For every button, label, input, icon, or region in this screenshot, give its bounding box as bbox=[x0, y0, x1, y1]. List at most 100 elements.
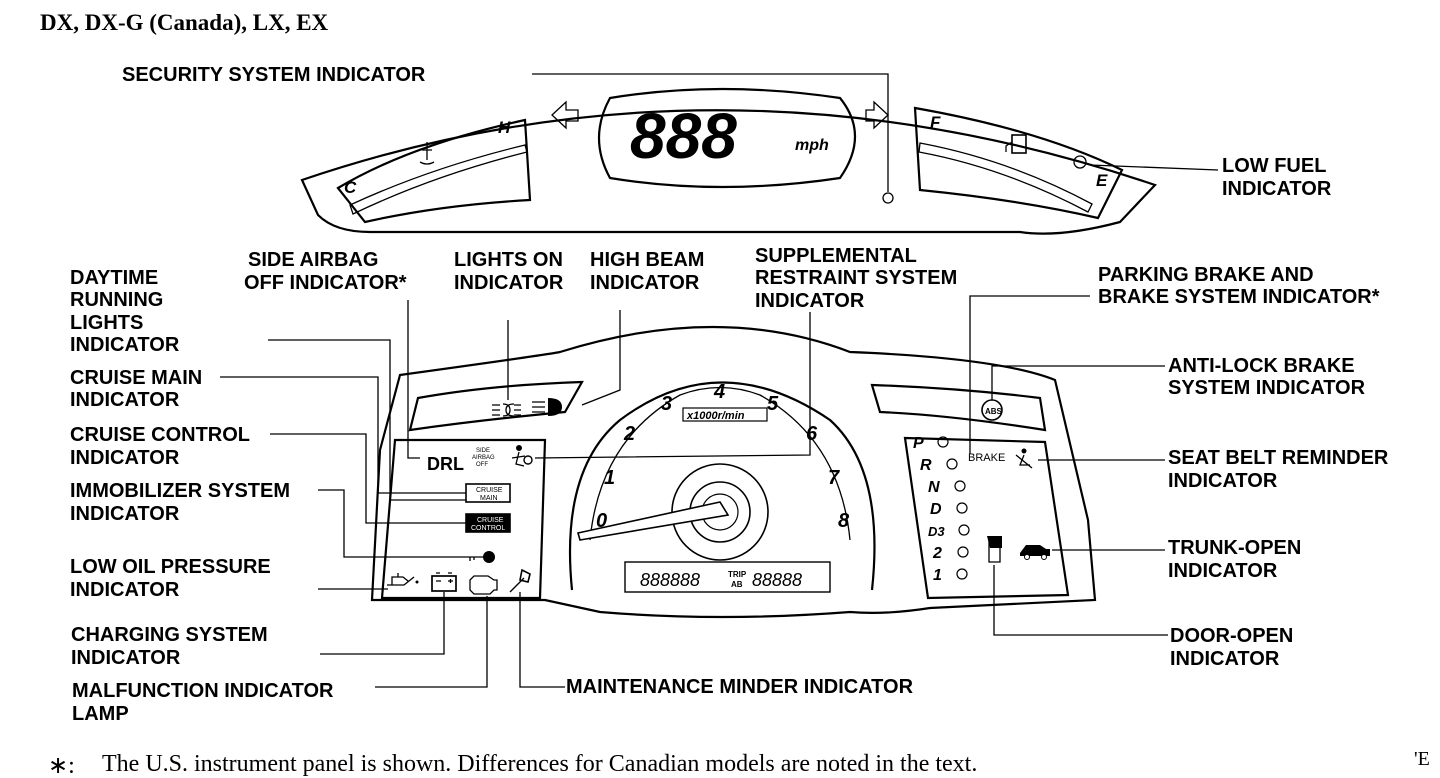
label-immobilizer-1: IMMOBILIZER SYSTEM bbox=[70, 480, 290, 502]
tach-5: 5 bbox=[767, 393, 779, 415]
label-parking-brake-1: PARKING BRAKE AND bbox=[1098, 264, 1314, 286]
label-srs-1: SUPPLEMENTAL bbox=[755, 245, 917, 267]
temp-cold-label: C bbox=[344, 178, 357, 197]
right-turn-arrow-icon bbox=[865, 100, 889, 130]
battery-icon bbox=[431, 572, 457, 592]
gear-d3: D3 bbox=[928, 524, 945, 539]
brake-indicator-text: BRAKE bbox=[968, 452, 1005, 464]
cruise-main-text-1: CRUISE bbox=[476, 487, 503, 494]
label-low-oil-2: INDICATOR bbox=[70, 579, 180, 601]
oil-can-icon bbox=[387, 573, 419, 586]
label-cruise-main-1: CRUISE MAIN bbox=[70, 367, 202, 389]
high-beam-icon bbox=[532, 398, 562, 416]
low-fuel-light bbox=[1073, 155, 1087, 169]
fuel-empty-label: E bbox=[1096, 171, 1108, 190]
trip-label: TRIP bbox=[728, 570, 747, 579]
label-low-oil-1: LOW OIL PRESSURE bbox=[70, 556, 271, 578]
label-door-1: DOOR-OPEN bbox=[1170, 625, 1293, 647]
footnote-mark: ∗: bbox=[48, 753, 75, 778]
label-srs-3: INDICATOR bbox=[755, 290, 865, 312]
label-low-fuel-1: LOW FUEL bbox=[1222, 155, 1326, 177]
label-side-airbag-1: SIDE AIRBAG bbox=[248, 249, 378, 271]
label-seat-belt-2: INDICATOR bbox=[1168, 470, 1278, 492]
odometer-display bbox=[624, 561, 831, 593]
abs-icon: ABS bbox=[981, 399, 1003, 421]
label-parking-brake-2: BRAKE SYSTEM INDICATOR* bbox=[1098, 286, 1380, 308]
speed-readout: 888 bbox=[630, 100, 737, 172]
gear-2: 2 bbox=[932, 545, 942, 562]
label-mil-2: LAMP bbox=[72, 703, 129, 725]
srs-airbag-icon bbox=[511, 445, 533, 467]
label-lights-on-1: LIGHTS ON bbox=[454, 249, 563, 271]
tachometer-housing bbox=[568, 381, 876, 591]
drl-indicator-text: DRL bbox=[427, 454, 464, 474]
gear-r: R bbox=[920, 457, 932, 474]
label-trunk-1: TRUNK-OPEN bbox=[1168, 537, 1301, 559]
svg-text:ABS: ABS bbox=[985, 407, 1003, 416]
upper-display-panel: 888 mph H C F E bbox=[300, 87, 1157, 235]
label-side-airbag-2: OFF INDICATOR* bbox=[244, 272, 407, 294]
side-airbag-tiny-2: AIRBAG bbox=[472, 455, 495, 461]
label-mil-1: MALFUNCTION INDICATOR bbox=[72, 680, 334, 702]
gear-n: N bbox=[928, 479, 940, 496]
cruise-main-text-2: MAIN bbox=[480, 495, 498, 502]
fuel-bar-scale bbox=[918, 142, 1093, 213]
side-airbag-tiny-1: SIDE bbox=[476, 448, 490, 454]
label-cruise-main-2: INDICATOR bbox=[70, 389, 180, 411]
check-engine-icon bbox=[469, 575, 498, 595]
coolant-temperature-icon bbox=[419, 142, 435, 165]
label-immobilizer-2: INDICATOR bbox=[70, 503, 180, 525]
label-door-2: INDICATOR bbox=[1170, 648, 1280, 670]
label-high-beam-2: INDICATOR bbox=[590, 272, 700, 294]
cruise-control-text-2: CONTROL bbox=[471, 525, 505, 532]
left-turn-arrow-icon bbox=[551, 100, 579, 130]
leader-lines bbox=[220, 73, 1219, 688]
door-open-icon bbox=[987, 536, 1002, 563]
label-security: SECURITY SYSTEM INDICATOR bbox=[122, 64, 426, 86]
tach-8: 8 bbox=[838, 510, 850, 532]
label-lights-on-2: INDICATOR bbox=[454, 272, 564, 294]
trunk-open-icon bbox=[1020, 545, 1050, 560]
tach-unit: x1000r/min bbox=[686, 410, 745, 422]
cruise-control-text-1: CRUISE bbox=[477, 517, 504, 524]
footnote-text: The U.S. instrument panel is shown. Diff… bbox=[102, 751, 977, 777]
temp-hot-label: H bbox=[498, 118, 511, 137]
tachometer-needle bbox=[576, 501, 730, 541]
label-high-beam-1: HIGH BEAM bbox=[590, 249, 704, 271]
speedometer-display bbox=[597, 87, 857, 189]
immobilizer-key-icon bbox=[466, 551, 495, 563]
tach-1: 1 bbox=[604, 467, 615, 489]
gear-position-indicator: P R N D D3 2 1 bbox=[913, 435, 970, 584]
tach-0: 0 bbox=[596, 510, 607, 532]
trip-value: 88888 bbox=[752, 570, 802, 590]
label-abs-1: ANTI-LOCK BRAKE bbox=[1168, 355, 1355, 377]
label-cruise-control-2: INDICATOR bbox=[70, 447, 180, 469]
label-drl-4: INDICATOR bbox=[70, 334, 180, 356]
label-abs-2: SYSTEM INDICATOR bbox=[1168, 377, 1366, 399]
lights-on-icon bbox=[492, 403, 521, 417]
label-drl-1: DAYTIME bbox=[70, 267, 158, 289]
label-charging-2: INDICATOR bbox=[71, 647, 181, 669]
gear-p: P bbox=[913, 435, 924, 452]
trip-ab-label: AB bbox=[731, 580, 743, 589]
fuel-pump-icon bbox=[1005, 134, 1027, 154]
security-system-light bbox=[882, 192, 894, 204]
fuel-full-label: F bbox=[930, 113, 941, 132]
speed-unit: mph bbox=[795, 137, 829, 154]
label-srs-2: RESTRAINT SYSTEM bbox=[755, 267, 957, 289]
gear-1: 1 bbox=[933, 567, 942, 584]
label-drl-2: RUNNING bbox=[70, 289, 163, 311]
side-airbag-tiny-3: OFF bbox=[476, 462, 488, 468]
label-trunk-2: INDICATOR bbox=[1168, 560, 1278, 582]
wrench-icon bbox=[509, 568, 531, 593]
odometer-value: 888888 bbox=[640, 570, 700, 590]
label-cruise-control-1: CRUISE CONTROL bbox=[70, 424, 250, 446]
corner-mark: 'E bbox=[1414, 748, 1430, 770]
tach-7: 7 bbox=[828, 467, 840, 489]
tach-3: 3 bbox=[661, 393, 672, 415]
label-low-fuel-2: INDICATOR bbox=[1222, 178, 1332, 200]
label-charging-1: CHARGING SYSTEM bbox=[71, 624, 268, 646]
tach-2: 2 bbox=[623, 423, 635, 445]
lower-gauge-panel: 0 1 2 3 4 5 6 7 8 x1000r/min 888888 TRIP… bbox=[370, 325, 1097, 619]
